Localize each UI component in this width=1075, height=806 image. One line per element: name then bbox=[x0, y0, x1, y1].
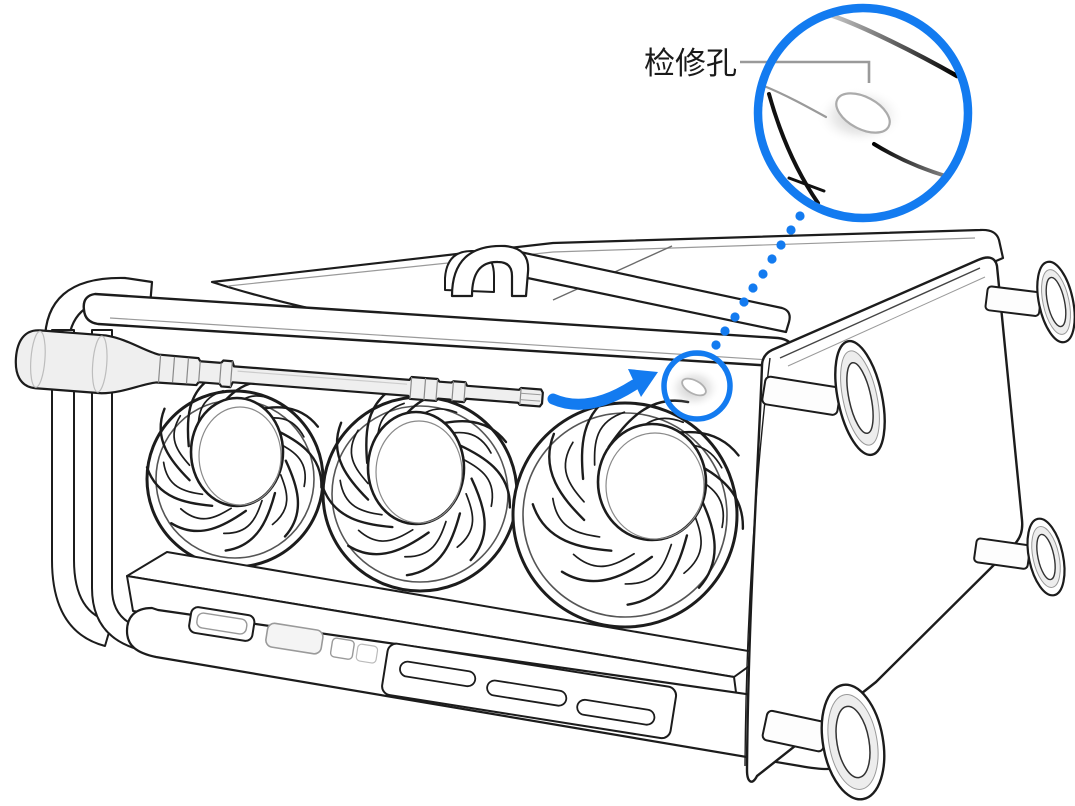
foot-flange bbox=[1036, 260, 1075, 344]
foot-flange bbox=[834, 339, 886, 457]
fan-3 bbox=[511, 382, 760, 629]
access-hole-label: 检修孔 bbox=[644, 46, 737, 82]
vent-slots bbox=[188, 606, 678, 740]
access-hole-marker-circle bbox=[661, 350, 733, 422]
foot-flange bbox=[820, 683, 886, 801]
base-rail bbox=[125, 606, 849, 771]
handle-arch-middle bbox=[444, 244, 530, 298]
screwdriver bbox=[14, 329, 544, 408]
far-handle-rail bbox=[516, 250, 791, 334]
foot-flange bbox=[1026, 517, 1066, 597]
label-leader-line bbox=[740, 60, 871, 83]
annotations: 检修孔 bbox=[547, 3, 973, 422]
magnified-blade-edge bbox=[762, 84, 828, 119]
direction-arrow-icon bbox=[547, 369, 658, 410]
access-hole bbox=[681, 377, 707, 397]
feet bbox=[761, 260, 1075, 801]
dotted-leader-line bbox=[711, 211, 805, 350]
magnified-blade-edge bbox=[767, 92, 820, 205]
magnifier-ring bbox=[753, 3, 973, 223]
magnified-access-hole bbox=[835, 92, 891, 134]
magnifier-callout bbox=[740, 3, 973, 223]
cooling-fans bbox=[139, 366, 760, 629]
magnified-blade-edge bbox=[787, 176, 826, 193]
magnified-blade-edge bbox=[830, 13, 960, 79]
fan-1 bbox=[139, 366, 335, 569]
fan-2 bbox=[313, 377, 525, 593]
magnified-blade-edge bbox=[872, 142, 951, 179]
foot-stem bbox=[984, 285, 1043, 317]
